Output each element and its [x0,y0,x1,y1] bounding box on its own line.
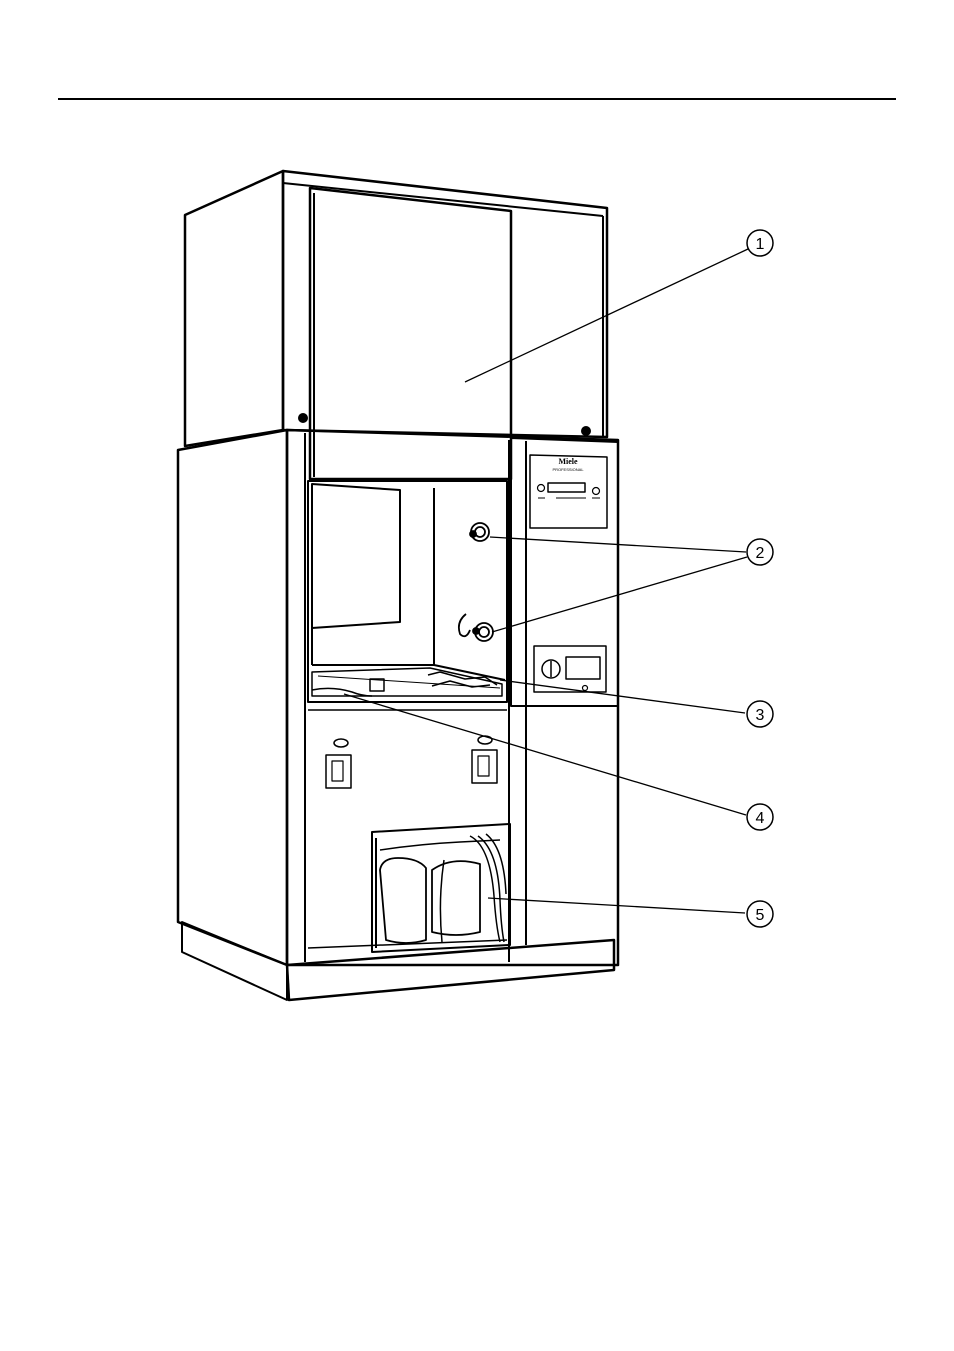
callout-3-label: 3 [756,707,765,724]
callout-4: 4 [747,804,773,830]
callout-5-label: 5 [756,907,765,924]
callout-1: 1 [747,230,773,256]
callout-5: 5 [747,901,773,927]
callouts: 1 2 3 4 5 [747,230,773,927]
callout-3: 3 [747,701,773,727]
control-panel: Miele PROFESSIONAL [511,438,618,945]
upper-cabinet [185,171,607,446]
lower-front [308,710,510,952]
callout-2-label: 2 [756,545,765,562]
lower-cabinet [178,430,618,1000]
brand-subtitle: PROFESSIONAL [552,467,584,472]
wash-cabinet [308,481,507,702]
callout-2: 2 [747,539,773,565]
brand-logo: Miele [558,457,578,466]
spray-arm-connectors [459,523,493,641]
callout-1-label: 1 [756,236,765,253]
callout-leaders [344,249,748,913]
callout-4-label: 4 [756,810,765,827]
